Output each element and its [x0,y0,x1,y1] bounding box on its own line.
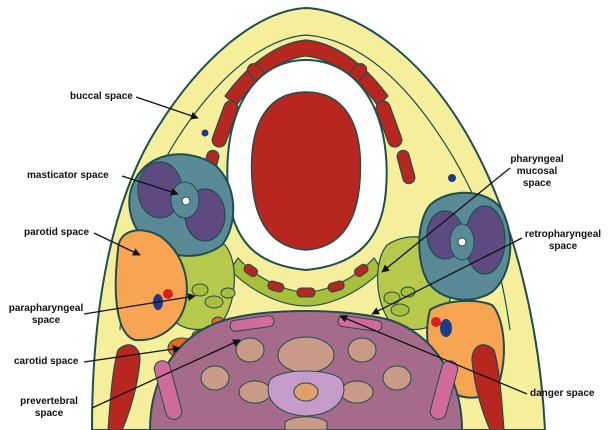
retropharyngeal-label-line1: retropharyngeal [518,229,608,241]
tongue [252,92,361,250]
buccal-vessel-dot [202,130,209,137]
pharyngeal-mucosal-label-line3: space [502,178,572,190]
pharyngeal-mucosal-label-line1: pharyngeal [502,154,572,166]
pharyngeal-mucosal-space-label: pharyngeal mucosal space [502,154,572,190]
carotid-space-label: carotid space [14,356,78,368]
parapharyngeal-label-line2: space [8,315,84,327]
pharyngeal-mucosal-label-line2: mucosal [502,166,572,178]
parapharyngeal-label-line1: parapharyngeal [8,303,84,315]
parotid-space-label: parotid space [24,227,89,239]
prevertebral-label-line2: space [14,408,84,420]
retropharyngeal-space-label: retropharyngeal space [518,229,608,253]
retropharyngeal-label-line2: space [518,241,608,253]
danger-space-label: danger space [530,388,594,400]
facial-vessel-dot-right [448,174,456,182]
masticator-space-label: masticator space [27,170,109,182]
prevertebral-space-label: prevertebral space [14,396,84,420]
parapharyngeal-space-label: parapharyngeal space [8,303,84,327]
prevertebral-label-line1: prevertebral [14,396,84,408]
buccal-space-label: buccal space [70,91,133,103]
